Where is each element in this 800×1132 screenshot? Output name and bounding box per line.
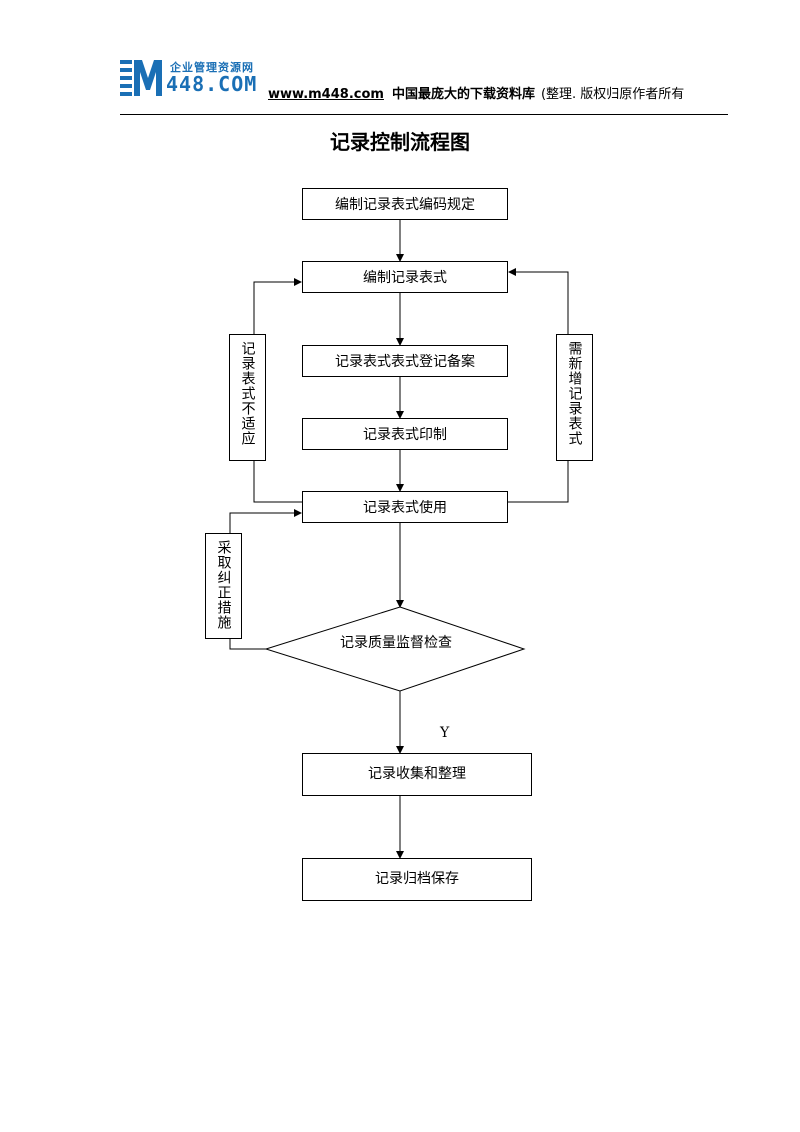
logo-wordmark: 448.COM [166, 72, 258, 96]
node-quality-check: 记录质量监督检查 [340, 635, 452, 651]
site-tagline: 中国最庞大的下载资料库 [391, 87, 535, 102]
copyright-note: (整理. 版权归原作者所有 [540, 87, 685, 102]
edge-label-yes: Y [440, 725, 450, 741]
node-compile-form: 编制记录表式 [302, 261, 508, 293]
node-print-form: 记录表式印制 [302, 418, 508, 450]
node-collect-organize: 记录收集和整理 [302, 753, 532, 796]
site-link[interactable]: www.m448.com [268, 87, 384, 102]
header-line: www.m448.com 中国最庞大的下载资料库 (整理. 版权归原作者所有 [268, 83, 684, 102]
label-corrective-action-text: 采取纠正措施 [215, 540, 232, 630]
label-new-form-needed: 需新增记录表式 [556, 334, 593, 461]
label-new-form-needed-text: 需新增记录表式 [566, 341, 583, 446]
node-register-form: 记录表式表式登记备案 [302, 345, 508, 377]
node-use-form: 记录表式使用 [302, 491, 508, 523]
logo-subtitle: 企业管理资源网 [170, 61, 254, 74]
node-coding-rules: 编制记录表式编码规定 [302, 188, 508, 220]
label-corrective-action: 采取纠正措施 [205, 533, 242, 639]
node-archive: 记录归档保存 [302, 858, 532, 901]
page-title: 记录控制流程图 [330, 130, 470, 154]
label-form-unsuitable: 记录表式不适应 [229, 334, 266, 461]
decision-diamond [264, 606, 526, 692]
m448-logo-icon [120, 60, 162, 96]
header-divider [120, 114, 728, 115]
label-form-unsuitable-text: 记录表式不适应 [239, 341, 256, 446]
